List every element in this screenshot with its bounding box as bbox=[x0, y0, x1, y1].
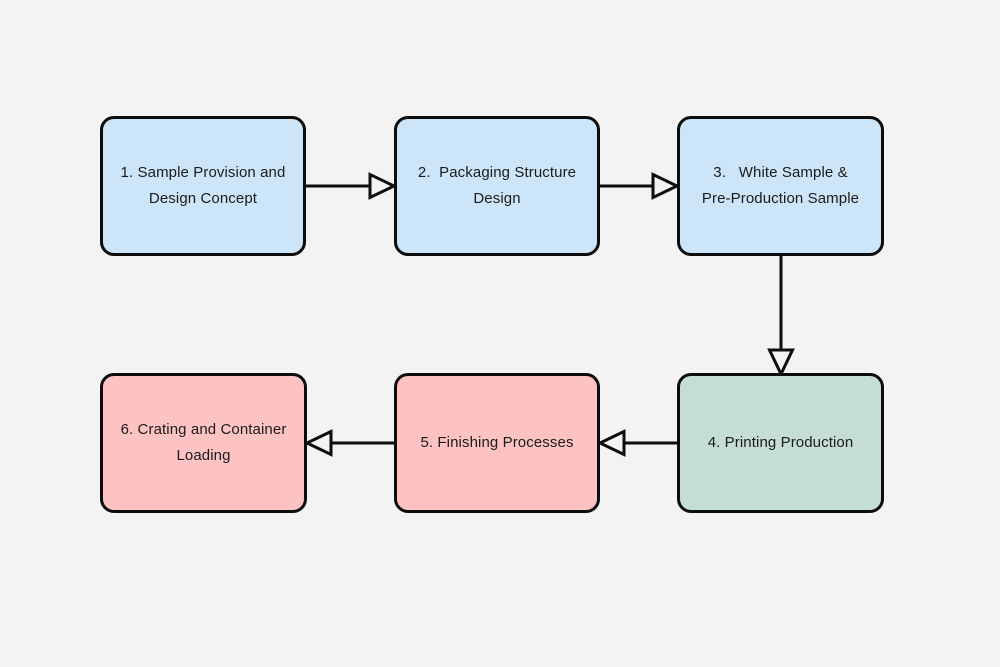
node-white-sample-preproduction-sample: 3. White Sample & Pre-Production Sample bbox=[677, 116, 884, 256]
node-label: 3. White Sample & Pre-Production Sample bbox=[701, 164, 860, 207]
arrow-node2-to-node3 bbox=[600, 172, 681, 200]
node-label: 5. Finishing Processes bbox=[420, 434, 574, 451]
node-finishing-processes: 5. Finishing Processes bbox=[394, 373, 600, 513]
node-packaging-structure-design: 2. Packaging Structure Design bbox=[394, 116, 600, 256]
node-label: 6. Crating and Container Loading bbox=[120, 421, 287, 464]
node-printing-production: 4. Printing Production bbox=[677, 373, 884, 513]
arrow-node5-to-node6 bbox=[303, 429, 394, 457]
arrow-node4-to-node5 bbox=[596, 429, 677, 457]
node-sample-provision-design-concept: 1. Sample Provision and Design Concept bbox=[100, 116, 306, 256]
node-label: 4. Printing Production bbox=[707, 434, 854, 451]
node-label: 2. Packaging Structure Design bbox=[417, 164, 577, 207]
node-label: 1. Sample Provision and Design Concept bbox=[120, 164, 286, 207]
arrow-node3-to-node4 bbox=[767, 256, 795, 378]
arrow-node1-to-node2 bbox=[306, 172, 398, 200]
node-crating-container-loading: 6. Crating and Container Loading bbox=[100, 373, 307, 513]
